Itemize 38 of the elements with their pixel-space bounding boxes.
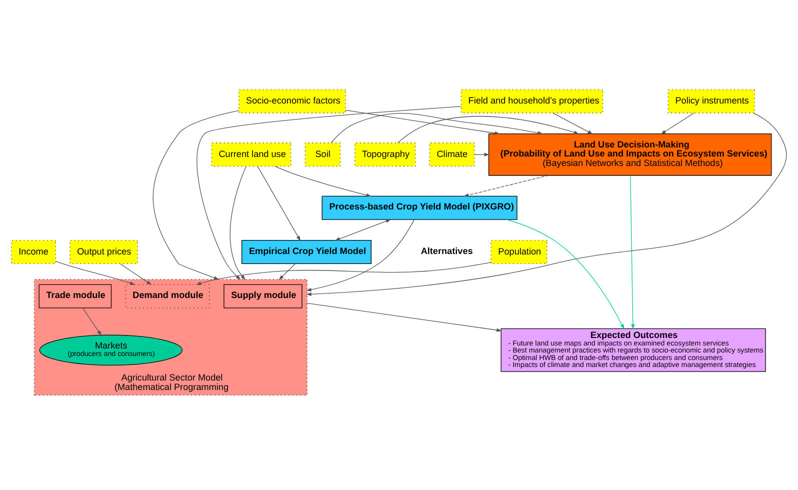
- arrow: [120, 264, 152, 286]
- node-box: Topography: [354, 142, 416, 167]
- arrow: [552, 112, 593, 134]
- node-box: Population: [490, 240, 548, 264]
- arrow: [306, 112, 787, 296]
- arrow: [397, 116, 580, 144]
- node-box: Policy instruments: [668, 89, 755, 114]
- arrow: [630, 175, 635, 330]
- arrow: [334, 219, 392, 241]
- arrow: [274, 166, 372, 197]
- node-box: Income: [11, 240, 56, 264]
- arrow: [196, 262, 492, 286]
- arrow: [506, 219, 624, 330]
- node-box: Trade module: [38, 284, 112, 308]
- arrow: [56, 261, 136, 285]
- node-box: Process-based Crop Yield Model (PIXGRO): [322, 196, 518, 220]
- node-box: Supply module: [224, 284, 302, 308]
- node-box: Field and household’s properties: [460, 89, 604, 114]
- arrow: [345, 110, 500, 135]
- arrow: [230, 166, 246, 280]
- node-box: Empirical Crop Yield Model: [242, 240, 372, 264]
- arrow: [660, 112, 694, 134]
- arrow: [330, 113, 543, 144]
- arrow: [306, 302, 502, 332]
- node-box: Soil: [304, 142, 341, 167]
- node-box: Climate: [429, 142, 475, 167]
- arrow: [257, 166, 301, 242]
- arrow: [474, 152, 490, 156]
- node-box: Output prices: [70, 240, 138, 264]
- arrow: [82, 308, 102, 336]
- label: Alternatives: [420, 246, 473, 256]
- node-box: Demand module: [125, 284, 210, 308]
- arrow: [306, 219, 415, 292]
- node-box: Current land use: [211, 142, 292, 167]
- node-box: Land Use Decision-Making (Probability of Land Use and Impacts on Ecosystem Services) (Bayesian Networks and Statistical Methods): [488, 133, 772, 176]
- node-box: Socio-economic factors: [238, 89, 346, 114]
- arrow: [463, 175, 549, 197]
- arrow: [278, 264, 296, 280]
